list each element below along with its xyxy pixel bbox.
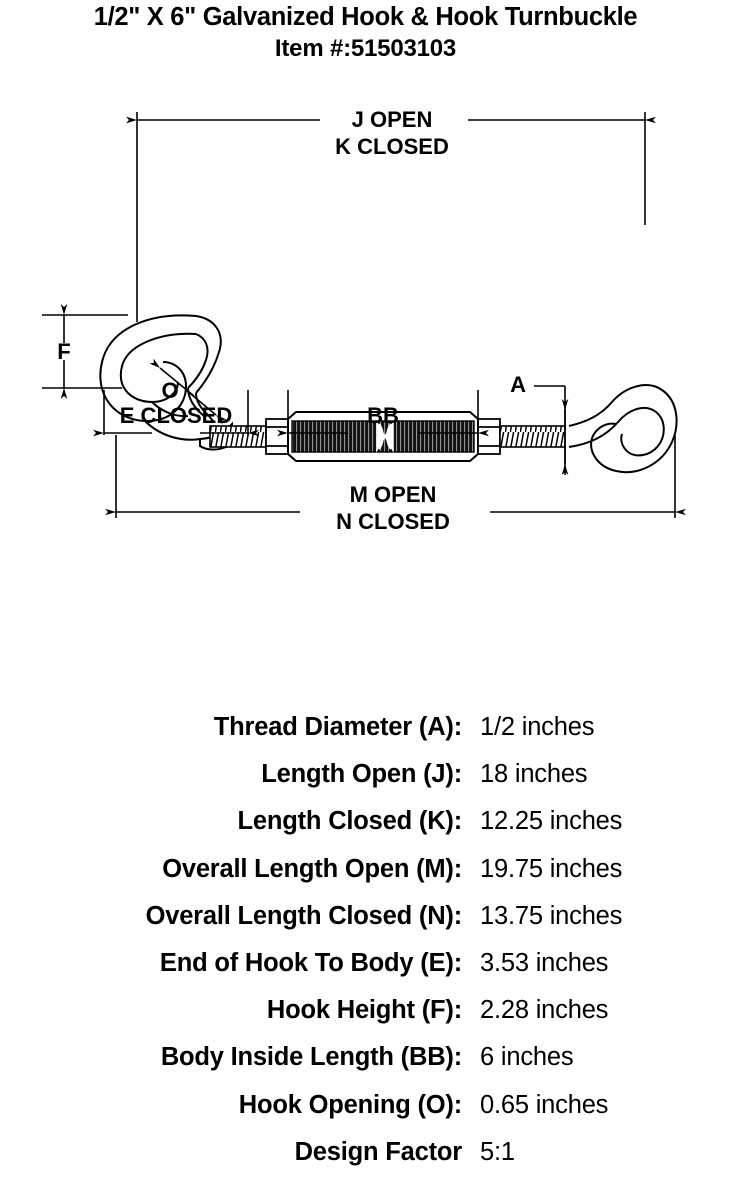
spec-row-length-open: Length Open (J): 18 inches: [0, 760, 731, 807]
spec-row-body-inside-length: Body Inside Length (BB): 6 inches: [0, 1043, 731, 1090]
page-title: 1/2" X 6" Galvanized Hook & Hook Turnbuc…: [93, 3, 638, 31]
spec-value: 6 inches: [480, 1043, 574, 1072]
spec-label: Overall Length Closed (N):: [145, 901, 463, 930]
dimension-a: A: [510, 372, 569, 475]
left-hex-nut: [265, 418, 289, 455]
title-block: 1/2" X 6" Galvanized Hook & Hook Turnbuc…: [0, 0, 731, 64]
spec-label: Hook Opening (O):: [238, 1090, 462, 1119]
dimension-label-j-open: J OPEN: [352, 107, 433, 132]
spec-row-hook-opening: Hook Opening (O): 0.65 inches: [0, 1091, 731, 1138]
spec-label: End of Hook To Body (E):: [159, 948, 462, 977]
spec-value: 13.75 inches: [480, 901, 623, 930]
turnbuckle-body: [287, 411, 479, 462]
spec-label: Length Open (J):: [261, 760, 462, 789]
dimension-label-k-closed: K CLOSED: [335, 134, 449, 159]
spec-label: Hook Height (F):: [266, 996, 462, 1025]
left-hook: [99, 314, 222, 441]
dimension-label-m-open: M OPEN: [350, 482, 437, 507]
spec-row-length-closed: Length Closed (K): 12.25 inches: [0, 807, 731, 854]
spec-value: 18 inches: [480, 760, 588, 789]
dimension-j-k: J OPEN K CLOSED: [126, 107, 656, 322]
dimension-o: O: [149, 358, 227, 425]
dimension-bb: BB: [277, 390, 489, 437]
spec-row-end-of-hook-to-body: End of Hook To Body (E): 3.53 inches: [0, 949, 731, 996]
spec-row-thread-diameter: Thread Diameter (A): 1/2 inches: [0, 713, 731, 760]
specification-table: Thread Diameter (A): 1/2 inches Length O…: [0, 713, 731, 1185]
spec-value: 19.75 inches: [480, 854, 623, 883]
item-number: Item #:51503103: [274, 35, 457, 62]
spec-label: Length Closed (K):: [237, 807, 463, 836]
spec-row-overall-length-open: Overall Length Open (M): 19.75 inches: [0, 855, 731, 902]
spec-row-design-factor: Design Factor 5:1: [0, 1138, 731, 1185]
spec-value: 0.65 inches: [480, 1090, 609, 1119]
dimension-label-n-closed: N CLOSED: [336, 509, 450, 534]
spec-label: Overall Length Open (M):: [162, 854, 462, 883]
spec-value: 3.53 inches: [480, 948, 609, 977]
dimension-e-closed: E CLOSED: [93, 390, 259, 437]
spec-row-hook-height: Hook Height (F): 2.28 inches: [0, 996, 731, 1043]
spec-value: 12.25 inches: [480, 807, 623, 836]
turnbuckle-diagram: J OPEN K CLOSED F: [0, 90, 731, 700]
spec-value: 1/2 inches: [480, 713, 595, 741]
dimension-label-e-closed: E CLOSED: [120, 403, 232, 428]
spec-label: Thread Diameter (A):: [213, 713, 462, 741]
spec-value: 2.28 inches: [480, 996, 609, 1025]
right-threaded-rod: [499, 425, 566, 448]
spec-label: Design Factor: [294, 1137, 463, 1166]
right-hook: [568, 384, 678, 474]
dimension-label-o: O: [161, 378, 178, 403]
spec-row-overall-length-closed: Overall Length Closed (N): 13.75 inches: [0, 902, 731, 949]
dimension-f: F: [42, 304, 128, 399]
dimension-label-f: F: [57, 339, 70, 364]
turnbuckle-drawing: J OPEN K CLOSED F: [42, 107, 686, 534]
right-hex-nut: [477, 418, 501, 455]
dimension-label-bb: BB: [367, 403, 399, 428]
spec-value: 5:1: [480, 1137, 515, 1166]
dimension-label-a: A: [510, 372, 526, 397]
dimension-m-n: M OPEN N CLOSED: [105, 435, 686, 534]
spec-label: Body Inside Length (BB):: [160, 1043, 462, 1072]
left-threaded-rod: [209, 425, 267, 448]
